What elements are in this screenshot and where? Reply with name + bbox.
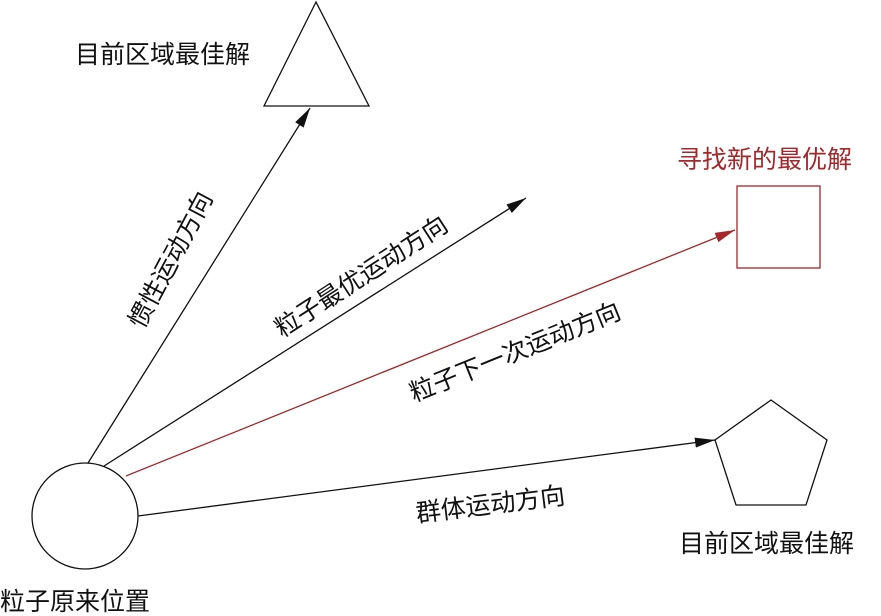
- new-best-square: [736, 185, 821, 269]
- swarm-direction-label: 群体运动方向: [414, 481, 566, 528]
- new-best-label: 寻找新的最优解: [677, 145, 852, 174]
- particle-best-direction-arrow: [103, 197, 527, 467]
- next-direction-label: 粒子下一次运动方向: [405, 296, 624, 407]
- particle-best-direction-label: 粒子最优运动方向: [269, 210, 453, 343]
- origin-label: 粒子原来位置: [0, 587, 150, 616]
- swarm-direction-arrow: [137, 437, 716, 517]
- particle-origin-circle: [31, 462, 139, 570]
- inertia-direction-arrow: [87, 107, 311, 464]
- triangle-best-label: 目前区域最佳解: [75, 40, 250, 69]
- pentagon-best-label: 目前区域最佳解: [679, 529, 854, 558]
- next-direction-arrow: [125, 229, 736, 477]
- inertia-direction-label: 惯性运动方向: [123, 187, 219, 333]
- local-best-triangle: [262, 0, 371, 107]
- local-best-pentagon: [714, 399, 828, 506]
